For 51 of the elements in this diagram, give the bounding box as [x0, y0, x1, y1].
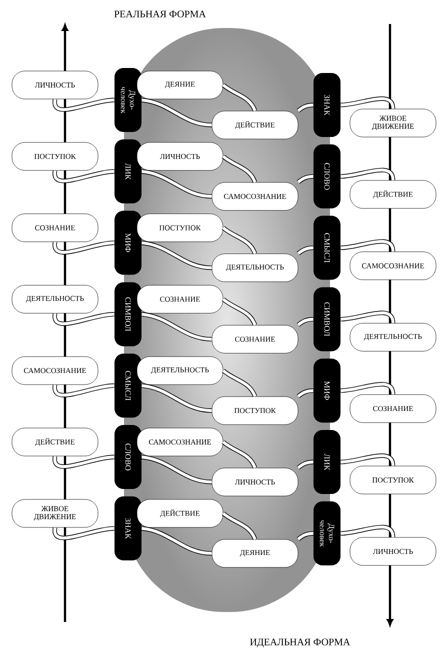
ribbon [222, 297, 257, 326]
ribbon [222, 512, 257, 540]
pill-box: СИМВОЛ [314, 287, 340, 352]
ribbon [52, 169, 114, 184]
pill-box: Духо-человек [114, 68, 142, 132]
ribbon [296, 102, 314, 113]
pill-box: СМЫСЛ [314, 216, 340, 280]
ribbon [340, 524, 396, 538]
ribbon [340, 96, 396, 110]
pill-box: ЗНАК [114, 496, 142, 560]
ribbon [340, 310, 396, 324]
ribbon [222, 154, 257, 184]
ribbon [296, 317, 314, 327]
ribbon [141, 383, 212, 413]
ribbon [340, 239, 396, 252]
ribbon [296, 246, 314, 256]
pill-box: СИМВОЛ [114, 282, 142, 346]
ribbon [52, 454, 114, 469]
ribbon [222, 83, 257, 112]
ribbon [340, 453, 396, 466]
ribbon [52, 526, 114, 540]
axis-label: ИДЕАЛЬНАЯ ФОРМА [250, 638, 350, 648]
ribbon [222, 368, 257, 398]
pill-box: МИФ [314, 358, 340, 423]
pill-box: СЛОВО [314, 144, 340, 208]
ribbon [52, 240, 114, 255]
ribbon [340, 382, 396, 395]
ribbon [141, 312, 212, 342]
ribbon [296, 174, 314, 184]
ribbon [296, 388, 314, 398]
pill-box: МИФ [114, 210, 142, 275]
ribbon [296, 460, 314, 470]
ribbon [222, 440, 257, 469]
ribbon [296, 531, 314, 541]
ribbon [141, 454, 212, 484]
ribbon [141, 169, 212, 199]
ribbon [141, 98, 212, 128]
ribbon [52, 383, 114, 398]
ribbon [340, 168, 396, 181]
axis-label: РЕАЛЬНАЯ ФОРМА [114, 10, 206, 18]
pill-box: ЗНАК [314, 73, 340, 137]
pill-box: СЛОВО [114, 425, 142, 489]
pill-box: СМЫСЛ [114, 354, 142, 418]
ribbon [141, 240, 212, 270]
ribbon [52, 98, 114, 112]
pill-box: ЛИК [114, 139, 142, 204]
ribbon [141, 526, 212, 556]
pill-box: ЛИК [314, 430, 340, 494]
ribbon [222, 226, 257, 254]
ribbon [52, 312, 114, 326]
pill-box: Духо-человек [314, 501, 340, 566]
